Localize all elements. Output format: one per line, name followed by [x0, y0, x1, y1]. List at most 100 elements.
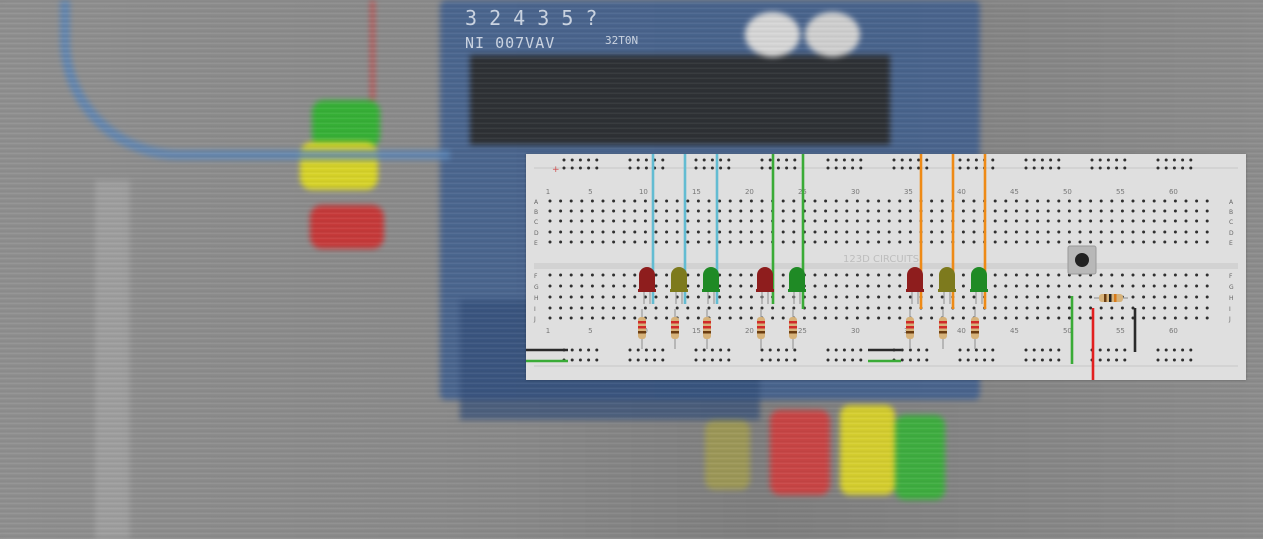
- grid-hole: [1120, 199, 1124, 203]
- grid-hole: [834, 306, 838, 310]
- grid-hole: [834, 230, 838, 234]
- rail-hole: [1106, 158, 1110, 162]
- row-label: A: [534, 199, 539, 206]
- grid-hole: [1120, 284, 1124, 288]
- rail-hole: [776, 158, 780, 162]
- rail-hole: [983, 348, 987, 352]
- grid-hole: [601, 199, 605, 203]
- resistor-band: [906, 321, 914, 324]
- rail-hole: [1040, 348, 1044, 352]
- rail-hole: [562, 166, 566, 170]
- push-button[interactable]: [1067, 245, 1097, 275]
- grid-hole: [1025, 219, 1029, 223]
- grid-hole: [930, 230, 934, 234]
- grid-hole: [813, 219, 817, 223]
- grid-hole: [633, 316, 637, 320]
- grid-hole: [718, 306, 722, 310]
- grid-hole: [686, 230, 690, 234]
- grid-hole: [1195, 230, 1199, 234]
- grid-hole: [580, 306, 584, 310]
- grid-hole: [622, 306, 626, 310]
- grid-hole: [1078, 240, 1082, 244]
- rail-hole: [966, 348, 970, 352]
- grid-hole: [1152, 240, 1156, 244]
- grid-hole: [908, 306, 912, 310]
- rail-hole: [1189, 358, 1193, 362]
- rail-hole: [1049, 158, 1053, 162]
- grid-hole: [1057, 209, 1061, 213]
- grid-hole: [696, 209, 700, 213]
- column-number: 45: [1010, 188, 1019, 196]
- column-number: 1: [546, 188, 550, 196]
- grid-hole: [1173, 230, 1177, 234]
- rail-hole: [1115, 358, 1119, 362]
- grid-hole: [1014, 273, 1018, 277]
- grid-hole: [760, 230, 764, 234]
- bg-chip: [470, 55, 890, 145]
- rail-hole: [1106, 358, 1110, 362]
- grid-hole: [654, 199, 658, 203]
- led-rim: [906, 289, 924, 292]
- breadboard-labels: AABBCCDDEEFFGGHHIIJJ15101520253035404550…: [533, 165, 1234, 335]
- rail-hole: [793, 158, 797, 162]
- grid-hole: [1205, 316, 1209, 320]
- rail-hole: [826, 166, 830, 170]
- resistor-band: [1114, 294, 1117, 302]
- grid-hole: [601, 219, 605, 223]
- bg-wire-red: [370, 0, 405, 100]
- grid-hole: [845, 306, 849, 310]
- grid-hole: [1089, 219, 1093, 223]
- grid-hole: [1099, 240, 1103, 244]
- grid-hole: [654, 209, 658, 213]
- grid-hole: [675, 199, 679, 203]
- rail-hole: [966, 166, 970, 170]
- resistor-band: [638, 321, 646, 324]
- rail-hole: [925, 158, 929, 162]
- rail-hole: [991, 166, 995, 170]
- grid-hole: [908, 240, 912, 244]
- grid-hole: [1152, 284, 1156, 288]
- grid-hole: [983, 316, 987, 320]
- grid-hole: [569, 240, 573, 244]
- grid-hole: [940, 209, 944, 213]
- rail-hole: [1189, 348, 1193, 352]
- row-label: E: [534, 240, 538, 247]
- rail-hole: [892, 166, 896, 170]
- grid-hole: [728, 199, 732, 203]
- row-label: I: [534, 306, 536, 313]
- led-rim: [702, 289, 720, 292]
- grid-hole: [1099, 284, 1103, 288]
- grid-hole: [792, 230, 796, 234]
- grid-hole: [622, 209, 626, 213]
- grid-hole: [866, 306, 870, 310]
- grid-hole: [1067, 240, 1071, 244]
- rail-hole: [760, 166, 764, 170]
- breadboard[interactable]: AABBCCDDEEFFGGHHIIJJ15101520253035404550…: [526, 154, 1246, 380]
- grid-hole: [898, 306, 902, 310]
- rail-hole: [719, 348, 723, 352]
- grid-hole: [749, 316, 753, 320]
- grid-hole: [707, 240, 711, 244]
- rail-hole: [991, 158, 995, 162]
- rail-hole: [1189, 166, 1193, 170]
- grid-hole: [601, 316, 605, 320]
- grid-hole: [612, 240, 616, 244]
- rail-hole: [785, 166, 789, 170]
- rail-hole: [702, 158, 706, 162]
- grid-hole: [993, 230, 997, 234]
- grid-hole: [887, 316, 891, 320]
- rail-hole: [958, 358, 962, 362]
- grid-hole: [1078, 306, 1082, 310]
- grid-hole: [696, 199, 700, 203]
- grid-hole: [813, 306, 817, 310]
- row-label: G: [1229, 284, 1234, 291]
- rail-hole: [628, 348, 632, 352]
- rail-hole: [925, 166, 929, 170]
- grid-hole: [1078, 209, 1082, 213]
- grid-hole: [930, 273, 934, 277]
- grid-hole: [601, 240, 605, 244]
- column-number: 50: [1063, 327, 1072, 335]
- resistor-band: [971, 331, 979, 334]
- rail-hole: [653, 358, 657, 362]
- grid-hole: [580, 316, 584, 320]
